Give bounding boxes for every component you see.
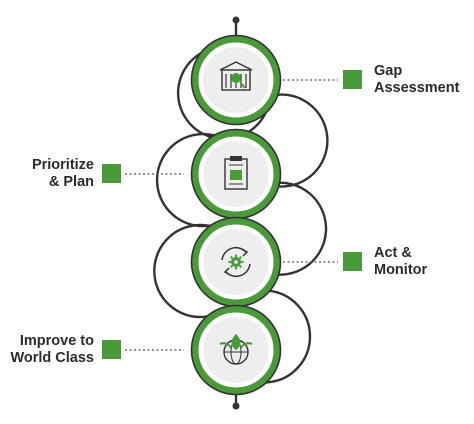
marker-square-1 [343, 70, 362, 89]
marker-square-3 [343, 252, 362, 271]
top-dot [232, 16, 240, 24]
building-assessment-icon [219, 61, 253, 91]
step-label-3: Act &Monitor [374, 245, 428, 278]
marker-square-4 [102, 340, 121, 359]
step-circle-1 [190, 34, 282, 126]
step-circle-3 [190, 216, 282, 308]
step-label-2: Prioritize& Plan [31, 157, 94, 190]
step-circle-2 [190, 128, 282, 220]
globe-leaf-icon [219, 334, 253, 365]
step-circle-4 [190, 304, 282, 396]
gear-cycle-icon [221, 246, 251, 278]
clipboard-plan-icon [224, 156, 248, 190]
bottom-dot [232, 402, 240, 410]
marker-square-2 [102, 164, 121, 183]
